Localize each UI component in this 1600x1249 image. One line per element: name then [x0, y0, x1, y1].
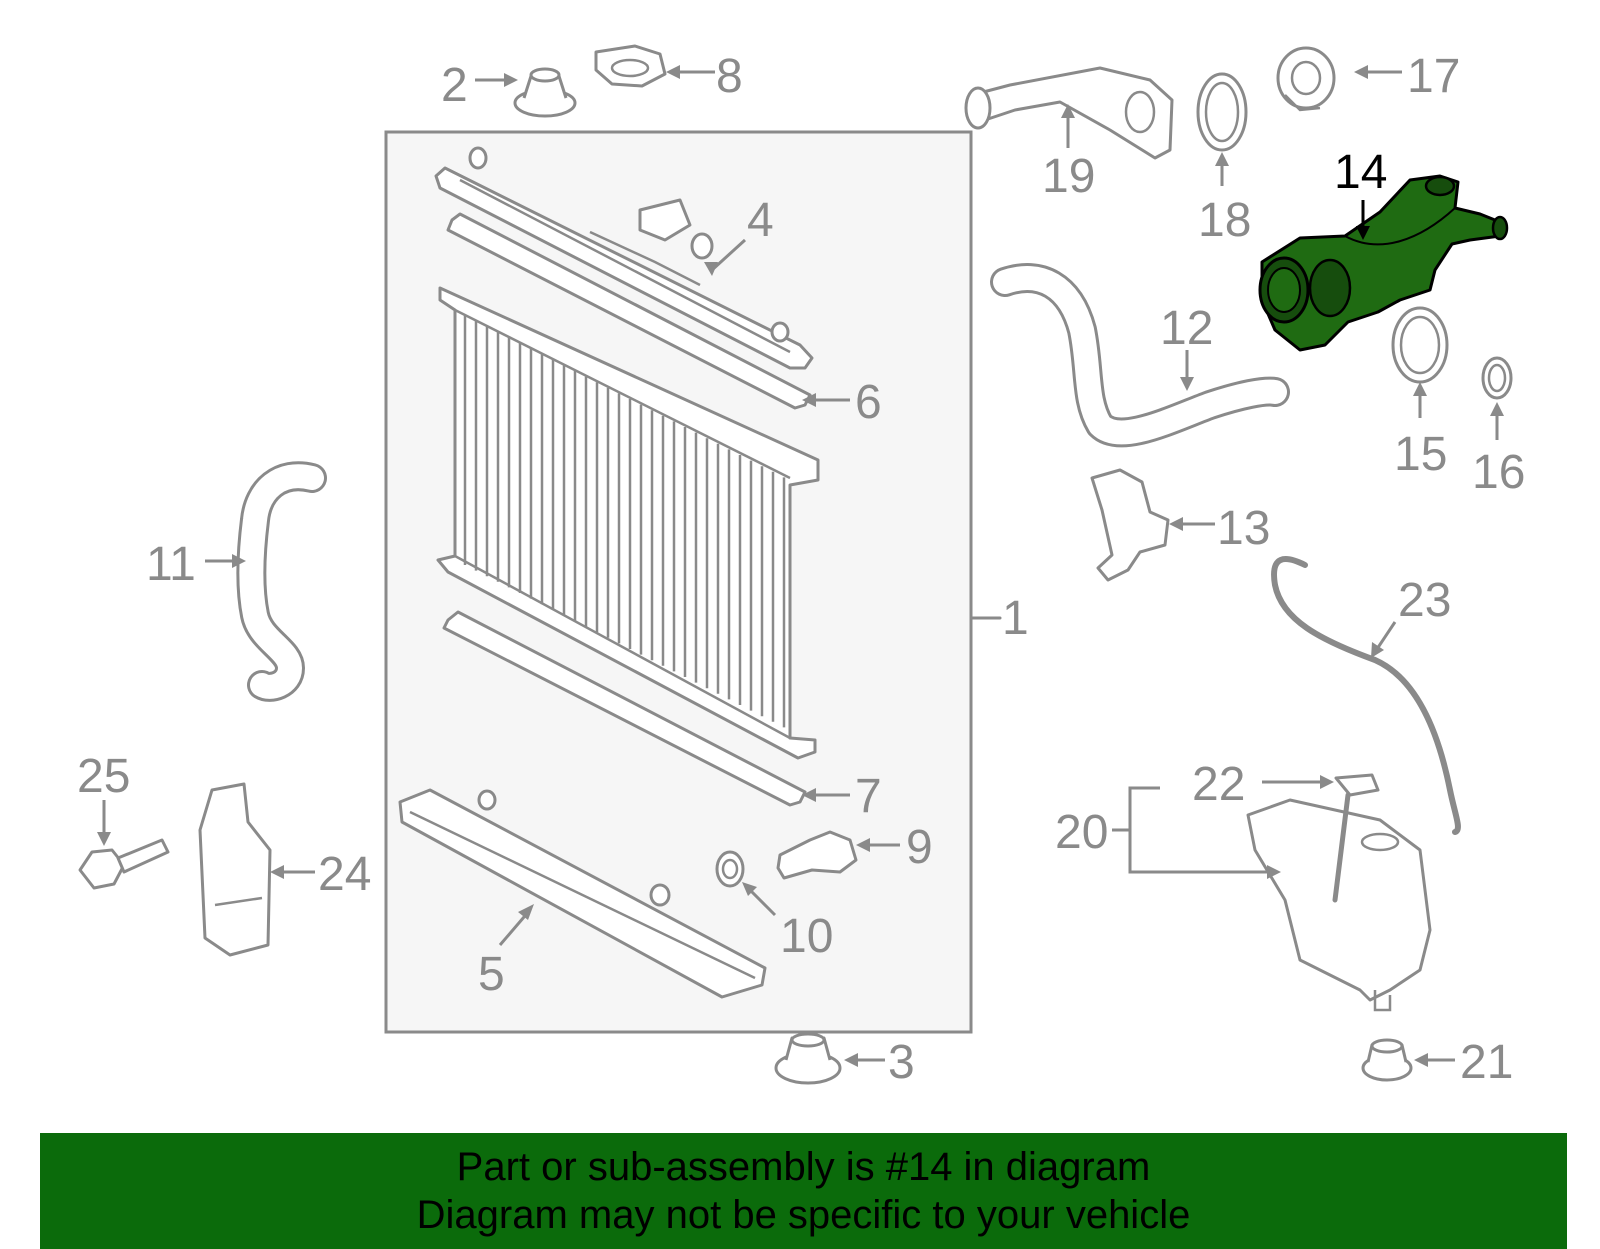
callout-19[interactable]: 19	[1042, 150, 1095, 203]
part-18-gasket[interactable]	[1196, 72, 1248, 152]
banner-line-1: Part or sub-assembly is #14 in diagram	[456, 1145, 1151, 1189]
callout-1[interactable]: 1	[1002, 592, 1029, 645]
radiator-core[interactable]	[436, 286, 820, 760]
part-8-radiator-cap[interactable]	[594, 44, 667, 88]
callout-17[interactable]: 17	[1407, 50, 1460, 103]
part-15-gasket[interactable]	[1391, 306, 1449, 384]
callout-2[interactable]: 2	[441, 59, 468, 112]
callout-21[interactable]: 21	[1460, 1036, 1513, 1089]
callout-12[interactable]: 12	[1160, 302, 1213, 355]
callout-23[interactable]: 23	[1398, 574, 1451, 627]
part-24-shield[interactable]	[198, 782, 272, 957]
callout-24[interactable]: 24	[318, 848, 371, 901]
part-19-outlet-pipe[interactable]	[964, 66, 1174, 160]
callout-25[interactable]: 25	[77, 750, 130, 803]
part-22-reservoir-cap[interactable]	[1332, 773, 1380, 903]
part-6-upper-gasket[interactable]	[446, 212, 812, 410]
part-4-upper-tank[interactable]	[434, 146, 814, 370]
callout-14[interactable]: 14	[1334, 146, 1387, 199]
parts-diagram: 1 4 6 7 5 9	[77, 44, 1525, 1089]
callout-20[interactable]: 20	[1055, 806, 1108, 859]
callout-7[interactable]: 7	[855, 770, 882, 823]
part-9-drain-plug[interactable]	[776, 830, 858, 880]
part-13-bracket[interactable]	[1090, 468, 1170, 582]
part-12-upper-hose[interactable]	[990, 263, 1290, 448]
info-banner: Part or sub-assembly is #14 in diagram D…	[40, 1133, 1567, 1249]
part-17-thermostat[interactable]	[1276, 46, 1336, 112]
callout-15[interactable]: 15	[1394, 428, 1447, 481]
callout-18[interactable]: 18	[1198, 194, 1251, 247]
callout-3[interactable]: 3	[888, 1036, 915, 1089]
callout-4[interactable]: 4	[747, 194, 774, 247]
callout-16[interactable]: 16	[1472, 446, 1525, 499]
part-14-water-inlet-housing[interactable]	[1258, 174, 1509, 352]
callout-11[interactable]: 11	[146, 538, 196, 591]
part-16-o-ring[interactable]	[1481, 356, 1513, 400]
callout-10[interactable]: 10	[780, 910, 833, 963]
part-10-o-ring[interactable]	[715, 850, 745, 888]
part-2-mount-cushion[interactable]	[513, 67, 577, 118]
part-21-cushion[interactable]	[1361, 1038, 1413, 1082]
callout-22[interactable]: 22	[1192, 758, 1245, 811]
callout-8[interactable]: 8	[716, 50, 743, 103]
callout-9[interactable]: 9	[906, 821, 933, 874]
callout-13[interactable]: 13	[1217, 502, 1270, 555]
part-20-reservoir[interactable]	[1246, 798, 1432, 1012]
part-11-lower-hose[interactable]	[236, 461, 327, 702]
callout-6[interactable]: 6	[855, 376, 882, 429]
banner-line-2: Diagram may not be specific to your vehi…	[416, 1193, 1191, 1237]
part-3-lower-cushion[interactable]	[774, 1032, 842, 1085]
callout-5[interactable]: 5	[478, 948, 505, 1001]
part-7-lower-gasket[interactable]	[442, 610, 807, 807]
part-25-bolt[interactable]	[78, 838, 170, 890]
part-23-overflow-hose[interactable]	[1271, 556, 1461, 835]
part-5-lower-tank[interactable]	[398, 788, 767, 999]
